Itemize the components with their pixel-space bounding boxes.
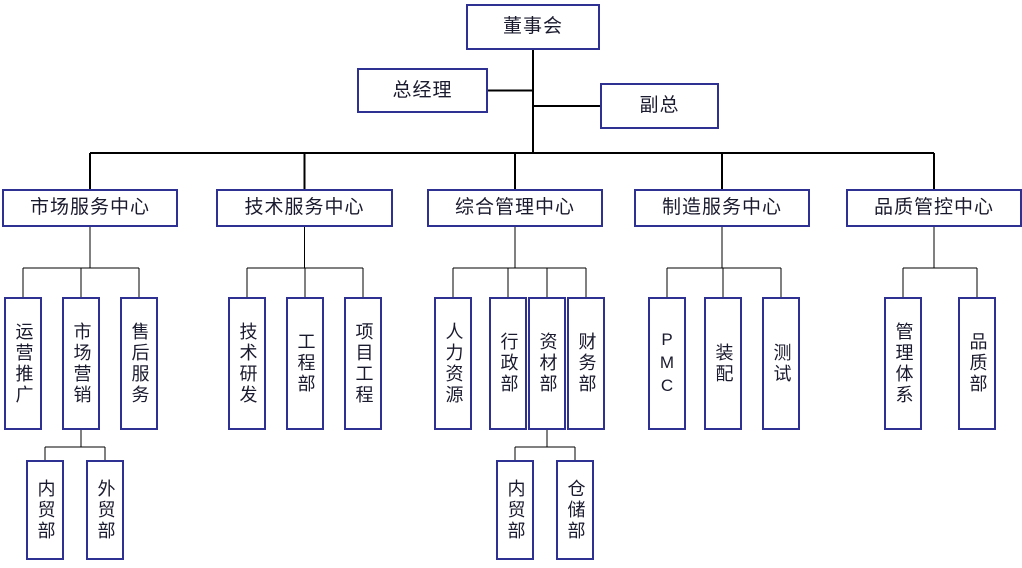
node-finance-dept[interactable]: 财务部: [567, 297, 605, 430]
node-general-admin-center[interactable]: 综合管理中心: [427, 189, 603, 227]
node-management-system[interactable]: 管理体系: [884, 297, 922, 430]
node-quality-dept[interactable]: 品质部: [958, 297, 996, 430]
node-label: 技术服务中心: [244, 197, 365, 219]
node-assembly[interactable]: 装配: [704, 297, 742, 430]
node-label: 技术研发: [237, 321, 258, 406]
node-label: 人力资源: [443, 321, 464, 406]
node-materials-dept[interactable]: 资材部: [528, 297, 566, 430]
node-label: 董事会: [502, 16, 563, 38]
node-label: 内贸部: [35, 478, 56, 542]
node-human-resources[interactable]: 人力资源: [434, 297, 472, 430]
node-domestic-trade-dept-2[interactable]: 内贸部: [496, 460, 534, 560]
node-label: 综合管理中心: [454, 197, 575, 219]
node-quality-control-center[interactable]: 品质管控中心: [846, 189, 1022, 227]
node-label: 仓储部: [565, 478, 586, 542]
node-tech-service-center[interactable]: 技术服务中心: [216, 189, 393, 227]
node-label: 工程部: [295, 332, 316, 395]
node-testing[interactable]: 测试: [762, 297, 800, 430]
node-engineering-dept[interactable]: 工程部: [286, 297, 324, 430]
node-vice-president[interactable]: 副总: [600, 83, 719, 129]
node-label: 行政部: [498, 332, 519, 395]
node-label: 财务部: [576, 332, 597, 395]
node-tech-rd[interactable]: 技术研发: [228, 297, 266, 430]
node-label: 制造服务中心: [661, 197, 782, 219]
node-market-marketing[interactable]: 市场营销: [62, 297, 100, 430]
node-label: 装配: [713, 342, 734, 385]
node-warehouse-dept[interactable]: 仓储部: [556, 460, 594, 560]
node-administration-dept[interactable]: 行政部: [489, 297, 527, 430]
node-project-engineering[interactable]: 项目工程: [344, 297, 382, 430]
node-label: 总经理: [392, 79, 453, 101]
node-label: 品质管控中心: [873, 197, 994, 219]
node-label: 内贸部: [505, 478, 526, 542]
node-label: 测试: [771, 342, 792, 385]
node-pmc[interactable]: P M C: [648, 297, 686, 430]
node-general-manager[interactable]: 总经理: [357, 68, 488, 113]
node-label: 管理体系: [893, 321, 914, 406]
node-label: 市场服务中心: [29, 197, 150, 219]
node-board-of-directors[interactable]: 董事会: [466, 4, 600, 50]
node-label: P M C: [659, 330, 675, 395]
node-label: 市场营销: [71, 321, 92, 406]
node-foreign-trade-dept[interactable]: 外贸部: [86, 460, 124, 560]
node-label: 外贸部: [95, 478, 116, 542]
node-operations-promotion[interactable]: 运营推广: [4, 297, 42, 430]
node-manufacturing-center[interactable]: 制造服务中心: [634, 189, 810, 227]
node-market-service-center[interactable]: 市场服务中心: [2, 189, 178, 227]
node-after-sales-service[interactable]: 售后服务: [120, 297, 158, 430]
node-label: 售后服务: [129, 321, 150, 406]
node-label: 品质部: [967, 332, 988, 395]
node-label: 副总: [639, 95, 680, 117]
node-label: 资材部: [537, 332, 558, 395]
node-label: 项目工程: [353, 321, 374, 406]
node-domestic-trade-dept[interactable]: 内贸部: [26, 460, 64, 560]
node-label: 运营推广: [13, 321, 34, 406]
